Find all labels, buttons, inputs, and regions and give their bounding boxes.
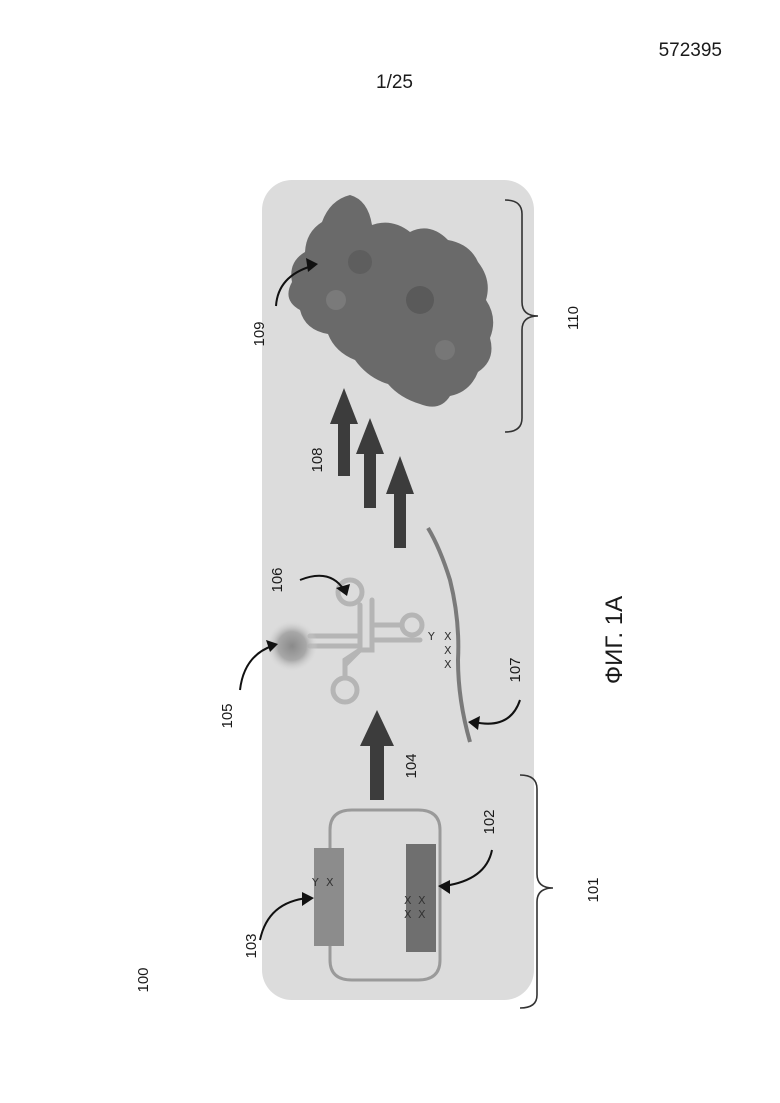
mark-x-102d: X [418, 908, 426, 921]
label-101: 101 [585, 877, 602, 902]
mark-y-103: Y [311, 876, 319, 889]
label-105: 105 [219, 703, 236, 728]
label-104: 104 [403, 753, 420, 778]
gene-block-103 [314, 848, 344, 946]
label-103: 103 [243, 933, 260, 958]
label-108: 108 [309, 447, 326, 472]
mark-x-107b: X [444, 644, 452, 657]
mark-y-107: Y [427, 630, 435, 643]
mark-x-102b: X [418, 894, 426, 907]
label-102: 102 [481, 809, 498, 834]
figure-caption: ФИГ. 1А [601, 596, 628, 684]
label-110: 110 [565, 306, 582, 330]
label-106: 106 [269, 567, 286, 592]
mark-x-102a: X [404, 894, 412, 907]
mark-x-107c: X [444, 658, 452, 671]
mark-x-103: X [326, 876, 334, 889]
label-109: 109 [251, 321, 268, 346]
label-100: 100 [135, 967, 152, 992]
mark-x-107a: X [444, 630, 452, 643]
label-107: 107 [507, 657, 524, 682]
mark-x-102c: X [404, 908, 412, 921]
